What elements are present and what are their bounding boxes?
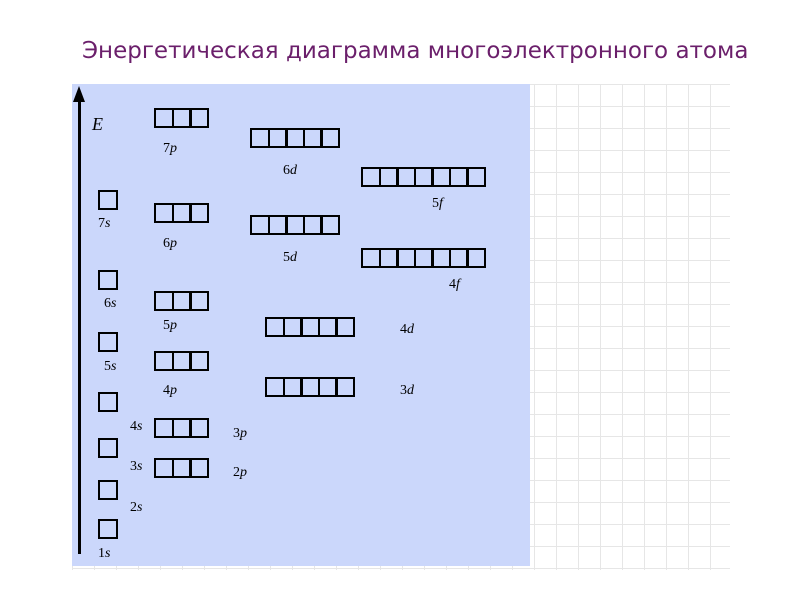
orbital-4f-boxes [361,248,486,268]
orbital-cell [189,458,209,478]
orbital-6p-boxes [154,203,209,223]
orbital-2p-label: 2p [233,465,247,480]
diagram-title: Энергетическая диаграмма многоэлектронно… [82,38,749,64]
orbital-cell [466,167,486,187]
orbital-5d-boxes [250,215,340,235]
orbital-2p-boxes [154,458,209,478]
orbital-3d-boxes [265,377,355,397]
orbital-6s-label: 6s [104,296,117,311]
orbital-cell [98,519,118,539]
energy-axis-arrow [73,86,85,102]
orbital-7p-label: 7p [163,141,177,156]
orbital-4s-label: 4s [130,419,143,434]
orbital-2s-boxes [98,480,118,500]
orbital-1s-boxes [98,519,118,539]
orbital-2s-label: 2s [130,500,143,515]
orbital-cell [98,332,118,352]
orbital-7p-boxes [154,108,209,128]
orbital-cell [189,418,209,438]
orbital-4p-label: 4p [163,383,177,398]
orbital-5f-label: 5f [432,196,443,211]
orbital-4d-label: 4d [400,322,414,337]
orbital-4p-boxes [154,351,209,371]
orbital-7s-boxes [98,190,118,210]
orbital-cell [189,203,209,223]
orbital-4f-label: 4f [449,277,460,292]
orbital-7s-label: 7s [98,216,111,231]
orbital-3d-label: 3d [400,383,414,398]
orbital-cell [335,317,355,337]
orbital-5d-label: 5d [283,250,297,265]
orbital-cell [189,291,209,311]
orbital-3p-boxes [154,418,209,438]
orbital-5p-boxes [154,291,209,311]
orbital-cell [320,215,340,235]
energy-axis-label: E [92,114,103,134]
orbital-cell [189,351,209,371]
orbital-5p-label: 5p [163,318,177,333]
orbital-cell [335,377,355,397]
energy-axis [78,96,81,554]
orbital-cell [98,392,118,412]
orbital-cell [320,128,340,148]
orbital-6d-label: 6d [283,163,297,178]
orbital-cell [98,438,118,458]
orbital-6s-boxes [98,270,118,290]
orbital-5s-label: 5s [104,359,117,374]
orbital-cell [189,108,209,128]
orbital-4d-boxes [265,317,355,337]
orbital-cell [466,248,486,268]
orbital-3s-boxes [98,438,118,458]
orbital-4s-boxes [98,392,118,412]
orbital-5f-boxes [361,167,486,187]
orbital-1s-label: 1s [98,546,111,561]
orbital-cell [98,270,118,290]
orbital-cell [98,480,118,500]
orbital-6p-label: 6p [163,236,177,251]
orbital-cell [98,190,118,210]
orbital-5s-boxes [98,332,118,352]
orbital-6d-boxes [250,128,340,148]
orbital-3s-label: 3s [130,459,143,474]
orbital-3p-label: 3p [233,426,247,441]
